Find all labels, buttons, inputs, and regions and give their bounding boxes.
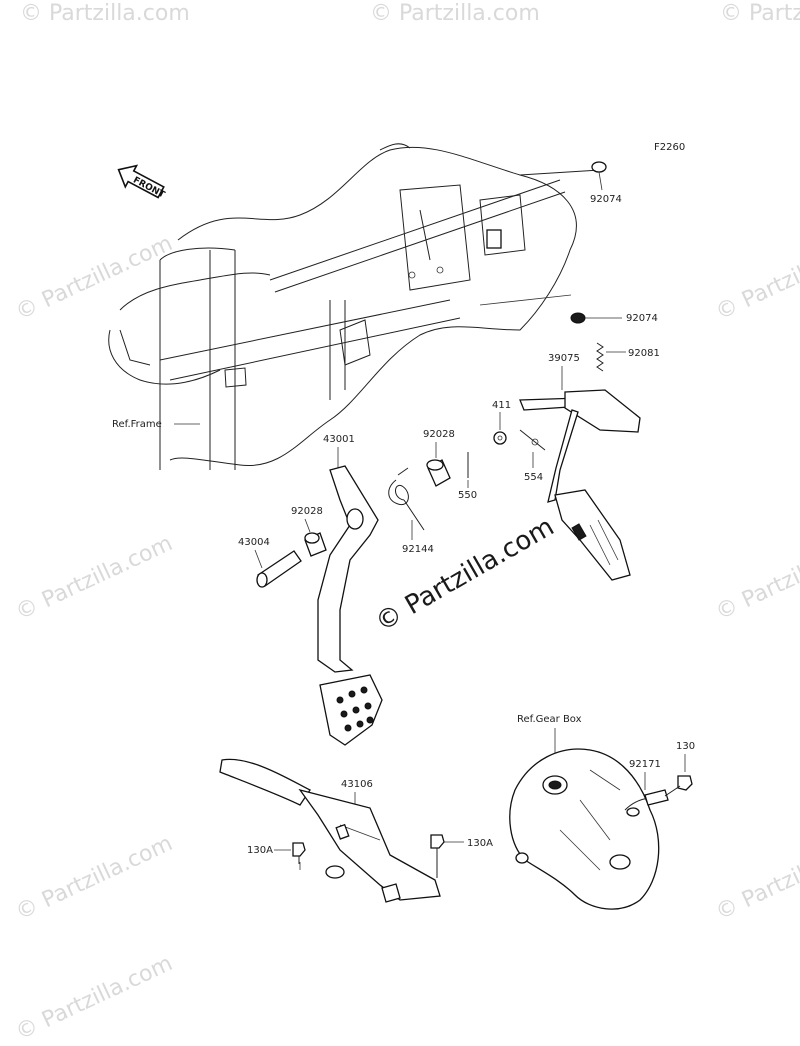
watermark: © Partzilla.com	[720, 1, 800, 26]
watermark: © Partzilla.com	[712, 831, 800, 925]
callout-92144: 92144	[402, 544, 434, 555]
figure-code: F2260	[654, 142, 685, 153]
ref-gear-box-label: Ref.Gear Box	[517, 714, 582, 725]
washer-411: 411	[492, 400, 511, 445]
callout-92074-upper: 92074	[590, 194, 622, 205]
lever-43106: 43106	[219, 758, 441, 903]
callout-43001: 43001	[323, 434, 355, 445]
frame-assembly	[108, 143, 601, 470]
watermark: © Partzilla.com	[712, 531, 800, 625]
cap-92074-upper: 92074	[590, 161, 622, 205]
pedal-43001: 43001	[317, 434, 383, 746]
front-arrow-icon: FRONT	[117, 164, 167, 201]
clip-92171: 92171	[624, 759, 669, 817]
callout-130A-left: 130A	[247, 845, 273, 856]
watermark: © Partzilla.com	[712, 231, 800, 325]
pin-554: 554	[519, 429, 546, 483]
callout-92081: 92081	[628, 348, 660, 359]
center-watermark: © Partzilla.com	[371, 512, 560, 638]
bolt-130A-left: 130A	[247, 842, 306, 864]
spring-92144: 92144	[388, 467, 434, 555]
watermark: © Partzilla.com	[12, 951, 176, 1045]
callout-550: 550	[458, 490, 477, 501]
pin-550: 550	[458, 452, 477, 501]
cap-92074-lower: 92074	[479, 294, 658, 324]
callout-92074-lower: 92074	[626, 313, 658, 324]
callout-92028-upper: 92028	[423, 429, 455, 440]
callout-43004: 43004	[238, 537, 270, 548]
gear-box: Ref.Gear Box	[509, 714, 660, 910]
callout-411: 411	[492, 400, 511, 411]
ref-frame-callout: Ref.Frame	[112, 419, 200, 430]
callout-92028-lower: 92028	[291, 506, 323, 517]
callout-43106: 43106	[341, 779, 373, 790]
bushing-92028-lower: 92028	[291, 506, 327, 557]
bolt-130: 130	[664, 741, 695, 797]
watermark: © Partzilla.com	[12, 831, 176, 925]
ref-frame-label: Ref.Frame	[112, 419, 162, 430]
callout-130A-right: 130A	[467, 838, 493, 849]
pedal-39075: 39075	[519, 353, 641, 581]
watermark: © Partzilla.com	[12, 531, 176, 625]
callout-92171: 92171	[629, 759, 661, 770]
watermark: © Partzilla.com	[20, 1, 190, 26]
bolt-130A-right: 130A	[430, 834, 493, 878]
callout-554: 554	[524, 472, 543, 483]
spring-92081: 92081	[596, 342, 660, 372]
callout-130: 130	[676, 741, 695, 752]
watermark: © Partzilla.com	[370, 1, 540, 26]
bushing-92028-upper: 92028	[423, 429, 455, 487]
watermark: © Partzilla.com	[12, 231, 176, 325]
shaft-43004: 43004	[238, 537, 302, 588]
callout-39075: 39075	[548, 353, 580, 364]
